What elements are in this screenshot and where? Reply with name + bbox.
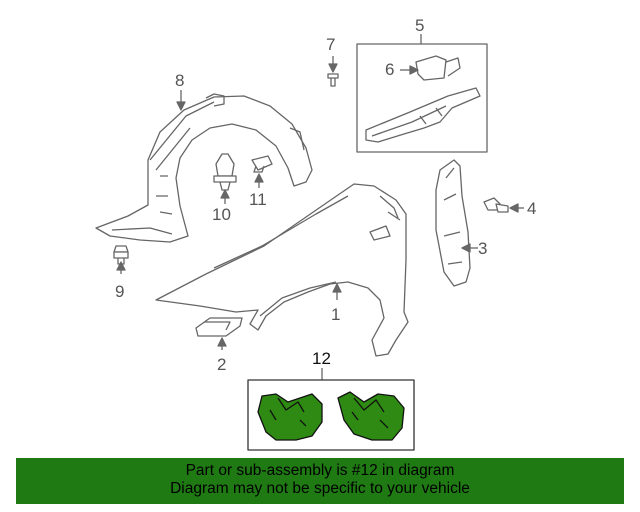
fender-bracket-part-3 — [435, 159, 478, 287]
notice-line-2: Diagram may not be specific to your vehi… — [170, 480, 470, 497]
callout-2: 2 — [217, 355, 227, 374]
clip-part-7 — [327, 56, 339, 87]
callout-3: 3 — [478, 239, 488, 258]
sub-assembly-box-5 — [356, 43, 488, 153]
arrow-1 — [332, 283, 342, 293]
callout-7: 7 — [326, 35, 336, 54]
arrow-8 — [176, 101, 186, 111]
grommet-part-11 — [251, 155, 273, 188]
callout-5: 5 — [415, 16, 425, 35]
callout-4: 4 — [527, 199, 537, 218]
callout-6: 6 — [385, 60, 395, 79]
callout-9: 9 — [115, 282, 125, 301]
push-clip-part-10 — [213, 153, 237, 204]
clip-part-9 — [113, 245, 129, 274]
bracket-part-6 — [400, 55, 461, 81]
front-fender-part-1 — [155, 183, 409, 357]
sub-assembly-box-12 — [247, 379, 415, 451]
mud-guard-right-part-12 — [337, 391, 405, 441]
bolt-part-4 — [483, 197, 524, 213]
inner-fender-liner-part-8 — [95, 93, 313, 243]
callout-1: 1 — [331, 305, 341, 324]
callout-11: 11 — [249, 190, 267, 209]
bracket-part-5 — [365, 87, 481, 143]
notice-line-1: Part or sub-assembly is #12 in diagram — [185, 462, 455, 479]
callout-12: 12 — [312, 349, 331, 368]
bracket-part-2 — [195, 317, 243, 350]
callout-10: 10 — [212, 205, 231, 224]
mud-guard-left-part-12 — [257, 393, 323, 441]
callout-8: 8 — [175, 71, 185, 90]
notice-banner: Part or sub-assembly is #12 in diagram D… — [16, 458, 624, 504]
